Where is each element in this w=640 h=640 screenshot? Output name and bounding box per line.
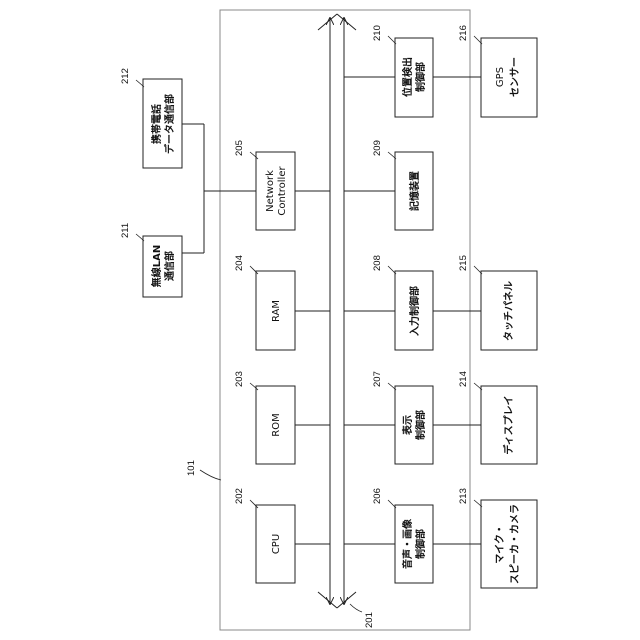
network-controller-label-line1: Network [265, 170, 276, 212]
ref-206: 206 [372, 488, 383, 504]
ram-label: RAM [271, 300, 282, 322]
ref-203: 203 [234, 371, 245, 387]
rom-label: ROM [271, 413, 282, 436]
display-controller-label-line1: 表示 [401, 415, 414, 436]
mobile-data-comm-block: 携帯電話 データ通信部 [143, 79, 182, 168]
position-detection-label-line2: 制御部 [414, 62, 427, 92]
mobile-data-comm-label-line2: データ通信部 [163, 94, 176, 154]
network-controller-label-line2: Controller [277, 166, 288, 216]
ref-215: 215 [458, 255, 469, 271]
position-detection-controller-block: 位置検出 制御部 [395, 38, 433, 117]
gps-sensor-label-line2: センサー [509, 57, 521, 97]
ref-205: 205 [234, 140, 245, 156]
display-controller-block: 表示 制御部 [395, 386, 433, 464]
mobile-data-comm-label-line1: 携帯電話 [150, 104, 163, 144]
audio-image-controller-block: 音声・画像 制御部 [395, 505, 433, 583]
audio-image-controller-label-line1: 音声・画像 [401, 518, 414, 569]
ram-block: RAM [256, 271, 295, 350]
wireless-lan-label-line1: 無線LAN [150, 245, 163, 287]
ref-207: 207 [372, 371, 383, 387]
ref-209: 209 [372, 140, 383, 156]
touch-panel-label: タッチパネル [503, 281, 515, 341]
position-detection-label-line1: 位置検出 [401, 57, 414, 97]
storage-device-label: 記憶装置 [408, 171, 421, 211]
wireless-lan-block: 無線LAN 通信部 [143, 236, 182, 297]
ref-212: 212 [120, 68, 131, 84]
wireless-lan-label-line2: 通信部 [163, 251, 176, 281]
mic-speaker-camera-label-line2: スピーカ・カメラ [509, 504, 521, 584]
network-controller-block: Network Controller [256, 152, 295, 230]
mic-speaker-camera-block: マイク・ スピーカ・カメラ [481, 500, 537, 588]
mic-speaker-camera-label-line1: マイク・ [494, 524, 506, 564]
ref-211: 211 [120, 223, 131, 238]
audio-image-controller-label-line2: 制御部 [414, 529, 427, 559]
ref-202: 202 [234, 488, 245, 504]
ref-204: 204 [234, 255, 245, 271]
ref-101: 101 [186, 460, 197, 476]
ref-214: 214 [458, 371, 469, 387]
display-label: ディスプレイ [502, 395, 515, 454]
gps-sensor-label-line1: GPS [495, 67, 506, 87]
gps-sensor-block: GPS センサー [481, 38, 537, 117]
ref-210: 210 [372, 25, 383, 41]
touch-panel-block: タッチパネル [481, 271, 537, 350]
cpu-block: CPU [256, 505, 295, 583]
ref-216: 216 [458, 25, 469, 41]
storage-device-block: 記憶装置 [395, 152, 433, 230]
cpu-label: CPU [271, 534, 282, 554]
input-controller-label: 入力制御部 [408, 286, 421, 336]
ref-201: 201 [364, 612, 375, 628]
ref-208: 208 [372, 255, 383, 271]
ref-213: 213 [458, 488, 469, 504]
display-block: ディスプレイ [481, 386, 537, 464]
rom-block: ROM [256, 386, 295, 464]
display-controller-label-line2: 制御部 [414, 410, 427, 440]
input-controller-block: 入力制御部 [395, 271, 433, 350]
